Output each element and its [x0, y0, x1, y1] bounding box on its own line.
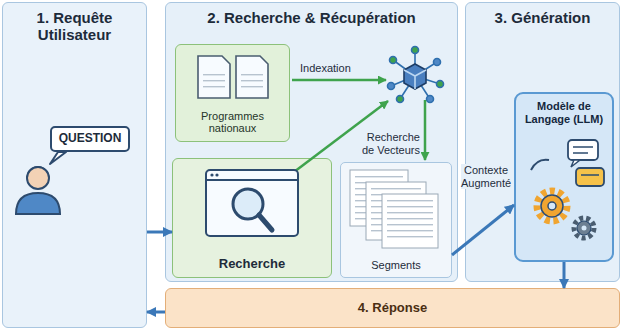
stage-panel: 1. Requête UtilisateurQUESTION: [2, 2, 147, 328]
data-box: Segments: [340, 162, 452, 278]
node-text: 2. Recherche & Récupération: [207, 9, 415, 26]
output-band: 4. Réponse: [165, 288, 620, 328]
node-text: Recherche: [219, 257, 285, 272]
stage-panel: 3. GénérationModèle de Langage (LLM): [465, 2, 620, 282]
flow-label: Recherche de Vecteurs: [356, 131, 420, 156]
edge-label: Contexte Augmenté: [461, 164, 511, 189]
node-text: Programmes nationaux: [179, 110, 286, 135]
flow-label: Indexation: [300, 62, 364, 75]
node-text: Modèle de Langage (LLM): [520, 100, 608, 125]
flow-arrow: [147, 311, 165, 314]
process-box: Recherche: [172, 158, 332, 278]
node-text: Segments: [371, 259, 421, 272]
speech-bubble: QUESTION: [50, 126, 130, 152]
source-box: Programmes nationaux: [175, 44, 290, 142]
node-text: QUESTION: [59, 132, 122, 146]
model-box: Modèle de Langage (LLM): [514, 92, 614, 262]
node-text: 1. Requête Utilisateur: [7, 9, 142, 44]
node-text: 4. Réponse: [358, 301, 427, 316]
node-text: 3. Génération: [495, 9, 591, 26]
